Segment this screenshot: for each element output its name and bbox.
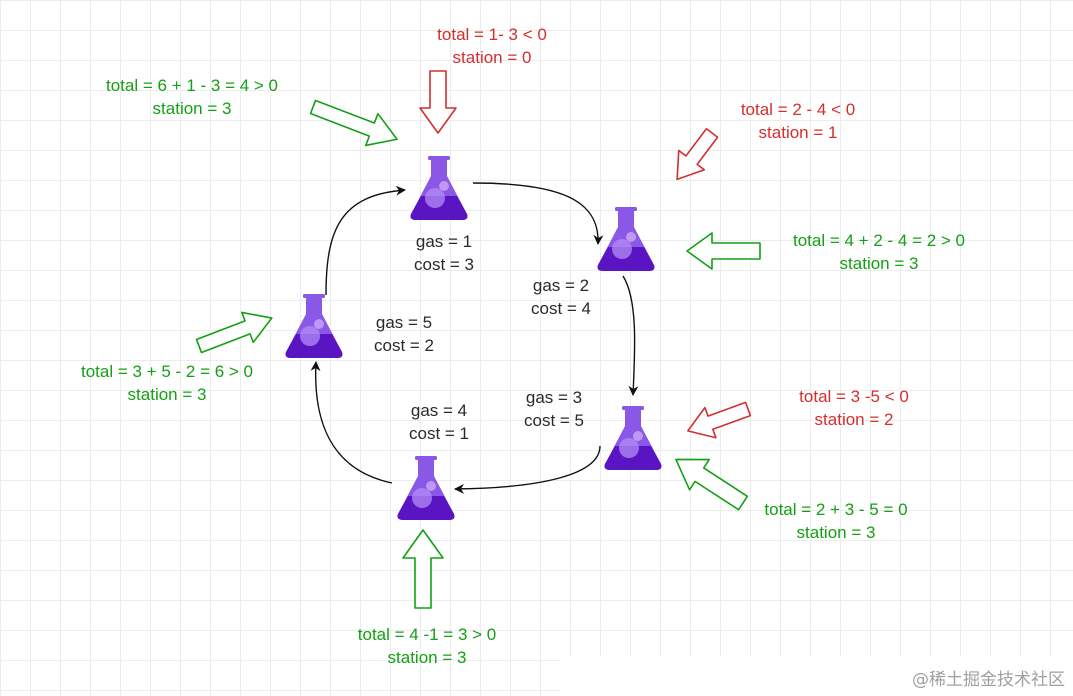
watermark: @稀土掘金技术社区 (912, 670, 1065, 690)
annotation-right-green: total = 4 + 2 - 4 = 2 > 0 station = 3 (793, 230, 965, 275)
annotation-lowright-red: total = 3 -5 < 0 station = 2 (799, 386, 909, 431)
cost-label: cost = 3 (413, 254, 475, 274)
edge-s2-s3 (454, 445, 601, 494)
cost-label: cost = 1 (408, 423, 470, 443)
gas-label: gas = 3 (525, 388, 583, 407)
red-arrow-lowright (687, 401, 752, 439)
station-label-s3: gas = 4 cost = 1 (409, 400, 469, 445)
gas-label: gas = 2 (532, 276, 590, 295)
flask-icon (597, 207, 655, 271)
cost-label: cost = 4 (530, 298, 592, 318)
green-arrow-right (686, 232, 761, 270)
green-arrow-topleft (309, 99, 398, 147)
station-label-s2: gas = 3 cost = 5 (524, 387, 584, 432)
annotation-station: station = 2 (814, 409, 894, 429)
station-label-s4: gas = 5 cost = 2 (374, 312, 434, 357)
gas-label: gas = 1 (415, 232, 473, 251)
station-label-s0: gas = 1 cost = 3 (414, 231, 474, 276)
green-arrow-bottomright (675, 458, 749, 511)
annotation-total: total = 3 + 5 - 2 = 6 > 0 (80, 362, 254, 381)
annotation-station: station = 3 (839, 253, 919, 273)
gas-label: gas = 5 (375, 313, 433, 332)
annotation-station: station = 0 (452, 47, 532, 67)
annotation-station: station = 3 (152, 98, 232, 118)
edge-s3-s4 (310, 361, 393, 484)
annotation-station: station = 3 (127, 384, 207, 404)
annotation-topleft-green: total = 6 + 1 - 3 = 4 > 0 station = 3 (106, 75, 278, 120)
annotation-total: total = 2 + 3 - 5 = 0 (764, 500, 908, 519)
cost-label: cost = 2 (373, 335, 435, 355)
flask-icon (410, 156, 468, 220)
edge-s4-s0 (325, 185, 406, 296)
annotation-left-green: total = 3 + 5 - 2 = 6 > 0 station = 3 (81, 361, 253, 406)
flask-icon (604, 406, 662, 470)
annotation-total: total = 4 + 2 - 4 = 2 > 0 (792, 231, 966, 250)
green-arrow-bottom (402, 529, 444, 609)
annotation-station: station = 3 (796, 522, 876, 542)
annotation-bottom-green: total = 4 -1 = 3 > 0 station = 3 (358, 624, 496, 669)
edge-s1-s2 (622, 275, 639, 396)
annotation-station: station = 3 (387, 647, 467, 667)
cost-label: cost = 5 (523, 410, 585, 430)
red-arrow-down-top (419, 70, 457, 134)
annotation-total: total = 3 -5 < 0 (799, 387, 909, 406)
annotation-total: total = 1- 3 < 0 (437, 25, 547, 44)
station-label-s1: gas = 2 cost = 4 (531, 275, 591, 320)
annotation-total: total = 4 -1 = 3 > 0 (357, 625, 497, 644)
annotation-total: total = 6 + 1 - 3 = 4 > 0 (105, 76, 279, 95)
annotation-top-red: total = 1- 3 < 0 station = 0 (437, 24, 547, 69)
annotation-topright-red: total = 2 - 4 < 0 station = 1 (741, 99, 855, 144)
flask-icon (285, 294, 343, 358)
annotation-station: station = 1 (758, 122, 838, 142)
watermark-band (560, 656, 1073, 696)
red-arrow-topright (676, 127, 719, 181)
flask-icon (397, 456, 455, 520)
green-arrow-left (195, 311, 273, 354)
gas-label: gas = 4 (410, 401, 468, 420)
edge-s0-s1 (472, 182, 604, 245)
annotation-bottomright-green: total = 2 + 3 - 5 = 0 station = 3 (764, 499, 907, 544)
annotation-total: total = 2 - 4 < 0 (740, 100, 856, 119)
